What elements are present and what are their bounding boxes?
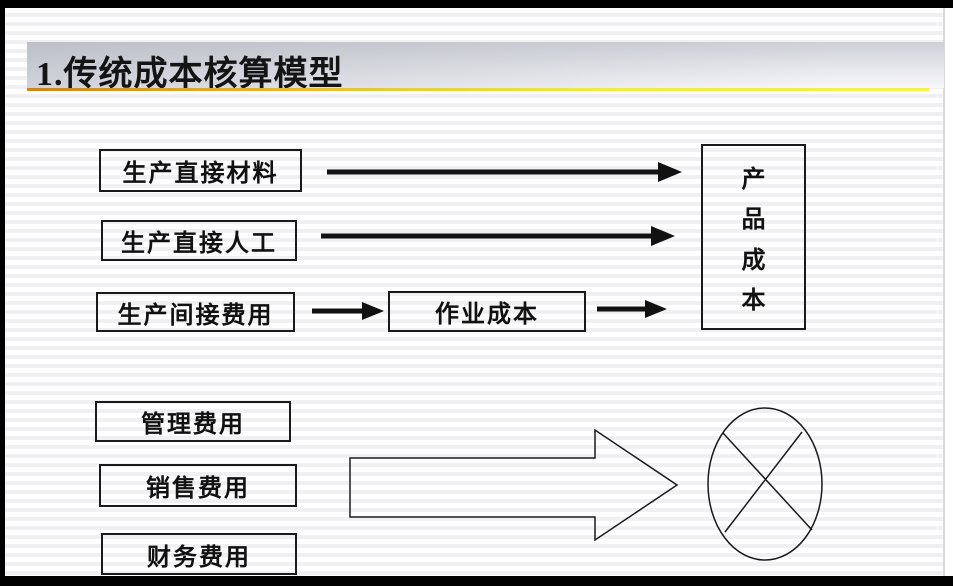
box-product-cost: 产 品 成 本 <box>701 144 806 330</box>
box-activity-cost: 作业成本 <box>388 291 586 332</box>
product-cost-char-1: 产 <box>741 166 766 194</box>
box-direct-materials: 生产直接材料 <box>99 149 302 192</box>
box-admin-expense: 管理费用 <box>95 401 291 442</box>
title-band <box>27 42 944 88</box>
box-activity-cost-label: 作业成本 <box>435 301 539 328</box>
slide-title: 1.传统成本核算模型 <box>36 56 344 93</box>
product-cost-char-2: 品 <box>741 206 766 234</box>
frame-right-line <box>943 8 945 576</box>
box-direct-labor-label: 生产直接人工 <box>121 230 277 257</box>
box-selling-expense-label: 销售费用 <box>146 475 250 502</box>
box-finance-expense: 财务费用 <box>101 533 297 575</box>
title-underline <box>27 88 929 91</box>
box-admin-expense-label: 管理费用 <box>141 411 245 438</box>
frame-bottom-bar <box>0 576 953 586</box>
box-selling-expense: 销售费用 <box>99 464 297 507</box>
box-indirect-overhead: 生产间接费用 <box>96 292 295 332</box>
box-finance-expense-label: 财务费用 <box>147 543 251 571</box>
box-direct-materials-label: 生产直接材料 <box>122 160 279 187</box>
box-indirect-overhead-label: 生产间接费用 <box>117 301 274 329</box>
box-direct-labor: 生产直接人工 <box>101 220 297 261</box>
product-cost-char-3: 成 <box>741 246 766 274</box>
frame-left-bar <box>0 0 5 586</box>
frame-top-bar <box>0 0 953 8</box>
product-cost-char-4: 本 <box>741 286 766 314</box>
